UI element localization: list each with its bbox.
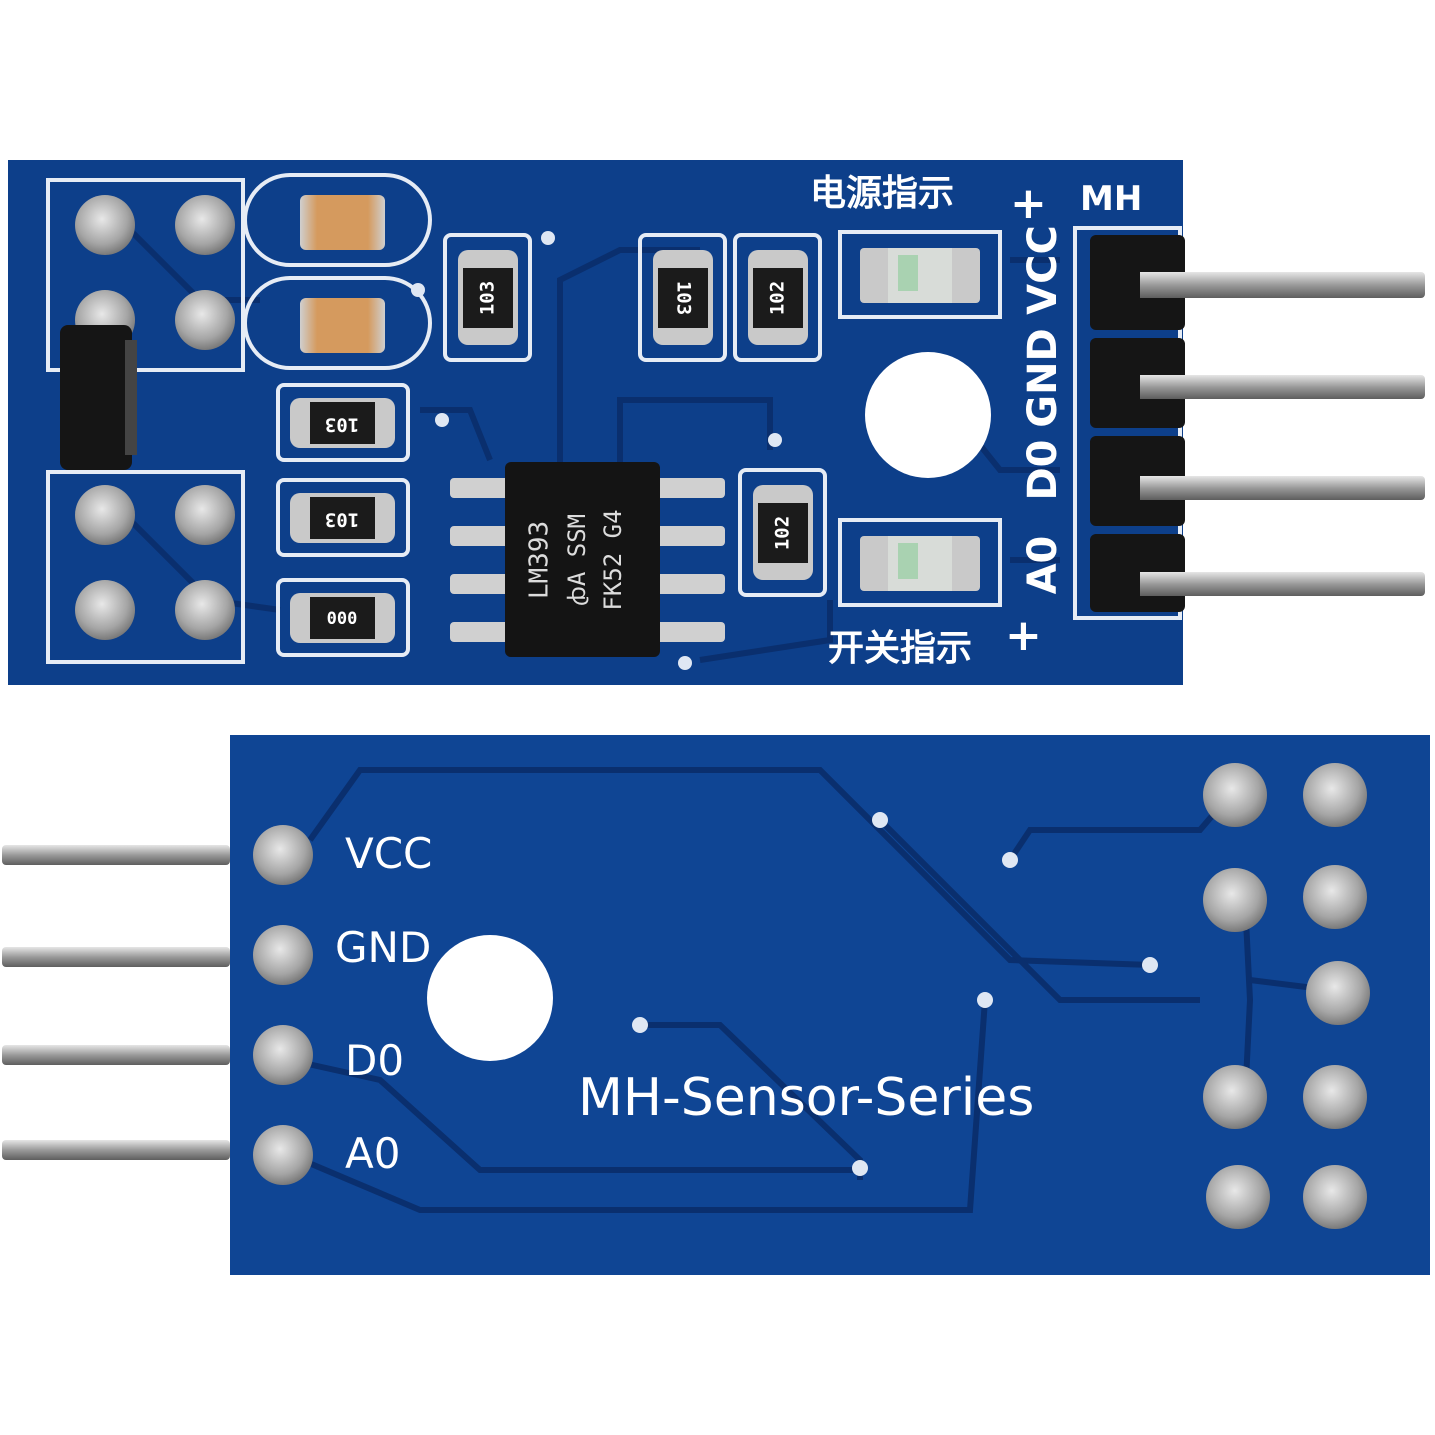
top-pin-label-d0: D0 xyxy=(1020,439,1066,500)
chip-pins-right xyxy=(655,478,725,642)
top-header xyxy=(1090,235,1425,612)
top-vias xyxy=(411,231,782,670)
sensor-pad-outline-top xyxy=(46,178,245,372)
header-pin-base xyxy=(1140,572,1185,596)
header-pin-base xyxy=(1140,375,1185,399)
bottom-pin-label-d0: D0 xyxy=(345,1036,404,1085)
capacitor-outline xyxy=(243,173,432,267)
solder-pad xyxy=(175,290,235,350)
power-indicator-label: 电源指示 xyxy=(810,173,954,214)
header-pin xyxy=(2,1045,230,1065)
bottom-pin-label-vcc: VCC xyxy=(345,829,432,878)
mounting-hole-bottom xyxy=(427,935,553,1061)
solder-pad xyxy=(175,195,235,255)
sensor-pad-outline-bottom xyxy=(46,470,245,664)
brand-label: MH xyxy=(1080,179,1142,219)
chip-pins-left xyxy=(450,478,510,642)
switch-indicator-label: 开关指示 xyxy=(828,628,972,669)
sensor-pads xyxy=(75,195,235,640)
chip-marking-line1: LM393 xyxy=(525,521,555,599)
power-led xyxy=(838,230,1002,319)
solder-pad xyxy=(175,485,235,545)
solder-pad xyxy=(1303,865,1367,929)
header-pin xyxy=(1140,375,1425,399)
bottom-pin-label-gnd: GND xyxy=(335,923,431,972)
bottom-header-pads xyxy=(253,825,313,1185)
resistor-r5: 103 xyxy=(290,493,395,543)
top-board: 103 103 102 102 103 103 xyxy=(8,160,1425,685)
solder-pad xyxy=(75,195,135,255)
resistor-r2: 103 xyxy=(653,250,713,345)
lm393-chip: LM393 ꞗA SSM FK52 G4 xyxy=(450,462,725,657)
solder-pad xyxy=(253,1125,313,1185)
top-pin-label-a0: A0 xyxy=(1020,536,1066,595)
header-pin xyxy=(2,1140,230,1160)
resistor-r2-code: 103 xyxy=(673,281,695,315)
solder-pad xyxy=(1203,868,1267,932)
bottom-vias xyxy=(632,812,1158,1176)
bottom-pin-label-a0: A0 xyxy=(345,1129,400,1178)
bottom-sensor-pads xyxy=(1203,763,1370,1229)
solder-pad xyxy=(253,825,313,885)
solder-pad xyxy=(1306,961,1370,1025)
chip-body xyxy=(505,462,660,657)
header-housing xyxy=(1090,235,1185,330)
resistor-r3-code: 102 xyxy=(767,281,789,315)
chip-marking-line3: FK52 G4 xyxy=(599,509,627,610)
resistor-r1: 103 xyxy=(458,250,518,345)
sensor-component-edge xyxy=(125,340,137,455)
resistor-r1-code: 103 xyxy=(477,281,499,315)
solder-pad xyxy=(1303,763,1367,827)
chip-marking-line2: ꞗA SSM xyxy=(563,514,591,606)
header-pin xyxy=(1140,572,1425,596)
solder-pad xyxy=(75,485,135,545)
solder-pad xyxy=(1206,1165,1270,1229)
header-pin xyxy=(1140,272,1425,298)
mounting-hole-top xyxy=(865,352,991,478)
series-label: MH-Sensor-Series xyxy=(578,1068,1034,1128)
solder-pad xyxy=(175,580,235,640)
resistor-r4: 103 xyxy=(290,398,395,448)
resistor-r5-code: 103 xyxy=(325,509,359,531)
solder-pad xyxy=(253,925,313,985)
resistor-r3: 102 xyxy=(748,250,808,345)
header-pin xyxy=(2,947,230,967)
power-plus-sign: + xyxy=(1010,178,1047,229)
bottom-header-pins xyxy=(2,845,230,1160)
header-housing xyxy=(1090,436,1185,526)
solder-pad xyxy=(75,580,135,640)
header-housing xyxy=(1090,338,1185,428)
resistor-r6: 102 xyxy=(753,485,813,580)
solder-pad xyxy=(1303,1065,1367,1129)
capacitor xyxy=(300,195,385,250)
switch-led xyxy=(838,518,1002,607)
resistor-outlines xyxy=(276,233,827,657)
bottom-board: VCC GND D0 A0 MH-Sensor-Series xyxy=(2,735,1430,1275)
solder-pad xyxy=(1203,763,1267,827)
top-pin-label-gnd: GND xyxy=(1020,328,1066,428)
sensor-component-body xyxy=(60,325,132,470)
header-pin-base xyxy=(1140,476,1185,500)
switch-plus-sign: + xyxy=(1005,610,1042,661)
solder-pad xyxy=(1303,1165,1367,1229)
header-pin-base xyxy=(1140,272,1185,298)
resistor-r6-code: 102 xyxy=(772,516,794,550)
resistor-r7-code: 000 xyxy=(327,609,358,629)
header-pin xyxy=(2,845,230,865)
capacitors xyxy=(243,173,432,370)
top-pin-label-vcc: VCC xyxy=(1020,225,1066,315)
solder-pad xyxy=(253,1025,313,1085)
resistor-r4-code: 103 xyxy=(325,414,359,436)
solder-pad xyxy=(1203,1065,1267,1129)
resistor-r7: 000 xyxy=(290,593,395,643)
capacitor xyxy=(300,298,385,353)
header-pin xyxy=(1140,476,1425,500)
